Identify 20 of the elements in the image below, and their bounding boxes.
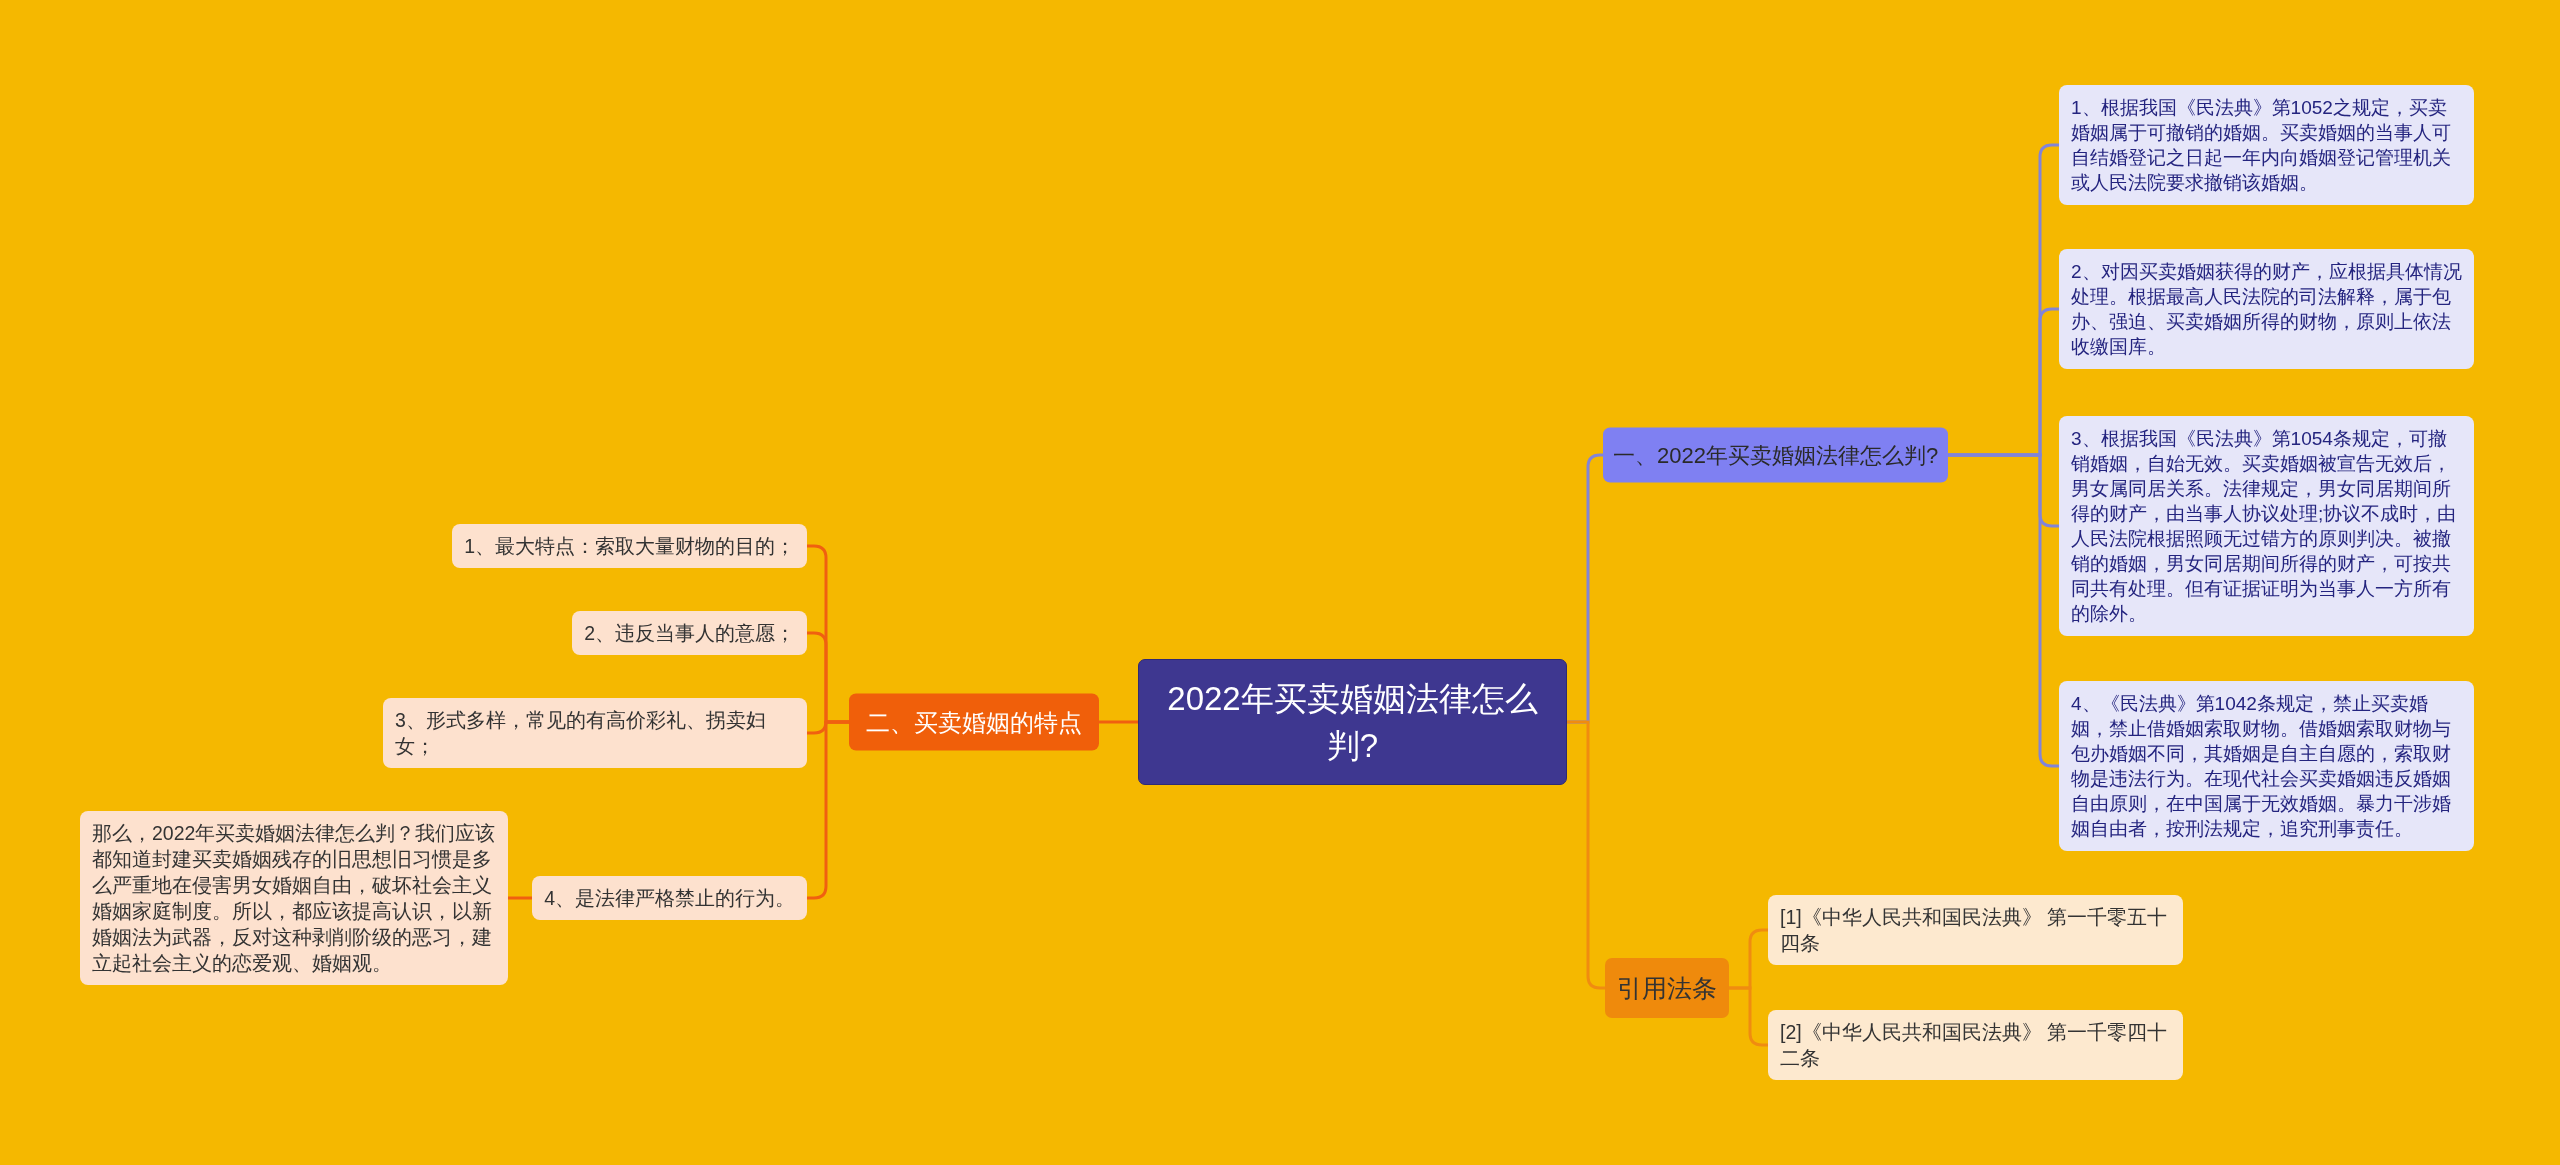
subtopic-box: 3、形式多样，常见的有高价彩礼、拐卖妇女； [383, 698, 807, 768]
subtopic-box: 2、对因买卖婚姻获得的财产，应根据具体情况处理。根据最高人民法院的司法解释，属于包办、强迫、买卖婚姻所得的财物，原则上依法收缴国库。 [2059, 249, 2474, 369]
subtopic-box: [2]《中华人民共和国民法典》 第一千零四十二条 [1768, 1010, 2183, 1080]
subtopic-box: 1、根据我国《民法典》第1052之规定，买卖婚姻属于可撤销的婚姻。买卖婚姻的当事人可自结婚登记之日起一年内向婚姻登记管理机关或人民法院要求撤销该婚姻。 [2059, 85, 2474, 205]
connector-line [807, 720, 849, 900]
connector-line [508, 896, 533, 900]
subtopic-box: [1]《中华人民共和国民法典》 第一千零五十四条 [1768, 895, 2183, 965]
central-topic-box: 2022年买卖婚姻法律怎么判? [1138, 659, 1567, 785]
subtopic-box: 3、根据我国《民法典》第1054条规定，可撤销婚姻，自始无效。买卖婚姻被宣告无效后，男女属同居关系。法律规定，男女同居期间所得的财产，由当事人协议处理;协议不成时，由人民法院根据照顾无过错方的原则判决。被撤销的婚姻，男女同居期间所得的财产，可按共同共有处理。但有证据证明为当事人一方所有的除外。 [2059, 416, 2474, 636]
connector-line [1567, 720, 1605, 990]
connector-line [1729, 986, 1768, 1047]
connector-line [1099, 720, 1138, 724]
main-topic-box: 一、2022年买卖婚姻法律怎么判? [1603, 427, 1949, 483]
subtopic-box: 1、最大特点：索取大量财物的目的； [452, 524, 807, 568]
subtopic-box: 4、《民法典》第1042条规定，禁止买卖婚姻，禁止借婚姻索取财物。借婚姻索取财物与包办婚姻不同，其婚姻是自主自愿的，索取财物是违法行为。在现代社会买卖婚姻违反婚姻自由原则，在中国属于无效婚姻。暴力干涉婚姻自由者，按刑法规定，追究刑事责任。 [2059, 681, 2474, 851]
main-topic-box: 引用法条 [1605, 958, 1729, 1018]
main-topic-box: 二、买卖婚姻的特点 [849, 693, 1099, 751]
subtopic-box: 4、是法律严格禁止的行为。 [532, 876, 807, 920]
subtopic-box: 那么，2022年买卖婚姻法律怎么判？我们应该都知道封建买卖婚姻残存的旧思想旧习惯是多么严重地在侵害男女婚姻自由，破坏社会主义婚姻家庭制度。所以，都应该提高认识，以新婚姻法为武器，反对这种剥削阶级的恶习，建立起社会主义的恋爱观、婚姻观。 [80, 811, 508, 985]
subtopic-box: 2、违反当事人的意愿； [572, 611, 807, 655]
